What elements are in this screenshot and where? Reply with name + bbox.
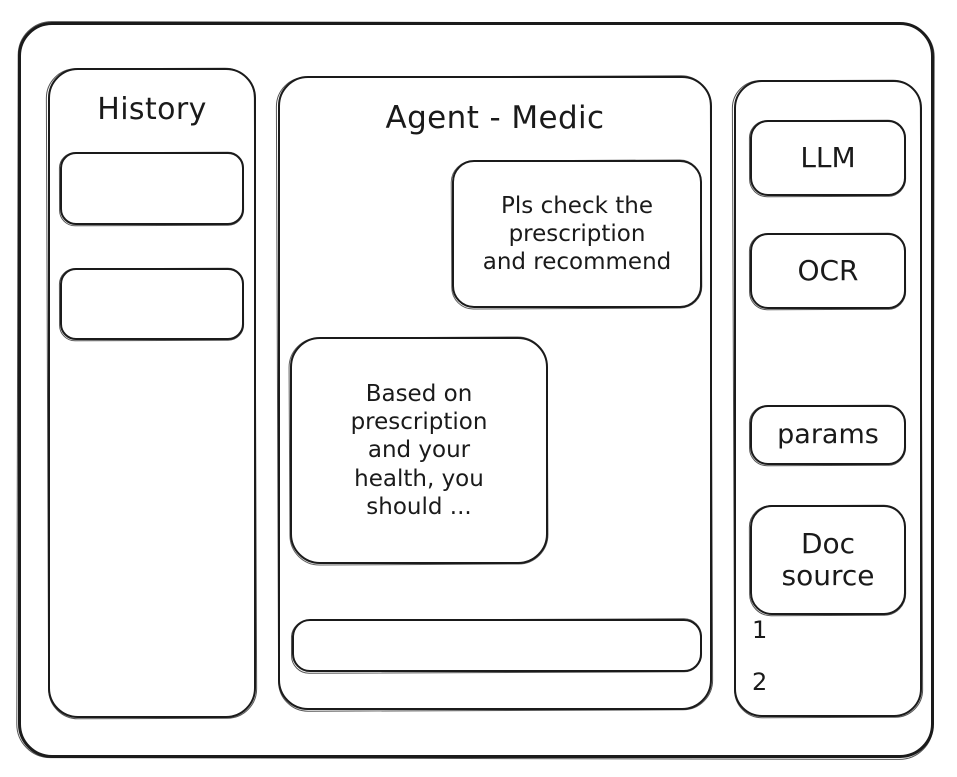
message-line: health, you [354,465,484,492]
message-line: should ... [366,493,472,520]
message-line: Based on [365,381,473,408]
history-list-item[interactable] [60,152,244,225]
assistant-message-bubble: Based on prescription and your health, y… [290,337,548,564]
message-line: and recommend [482,249,672,276]
user-message-bubble: Pls check the prescription and recommend [452,160,702,308]
doc-source-marker-1[interactable]: 1 [752,616,768,644]
doc-source-label-line: source [781,559,875,592]
message-line: and your [367,437,471,464]
history-list-item[interactable] [60,268,244,340]
doc-source-label-line: Doc [800,526,856,560]
tool-card-params[interactable]: params [750,405,906,465]
history-panel-title: History [97,92,207,127]
tool-card-doc-source[interactable]: Doc source [750,505,906,615]
message-line: prescription [508,220,646,247]
message-line: Pls check the [501,192,653,219]
message-line: prescription [350,409,488,436]
tool-card-ocr[interactable]: OCR [750,233,906,309]
agent-panel-title: Agent - Medic [385,100,605,136]
chat-input[interactable] [292,619,702,672]
doc-source-marker-2[interactable]: 2 [752,668,768,696]
tool-card-llm[interactable]: LLM [750,120,906,196]
